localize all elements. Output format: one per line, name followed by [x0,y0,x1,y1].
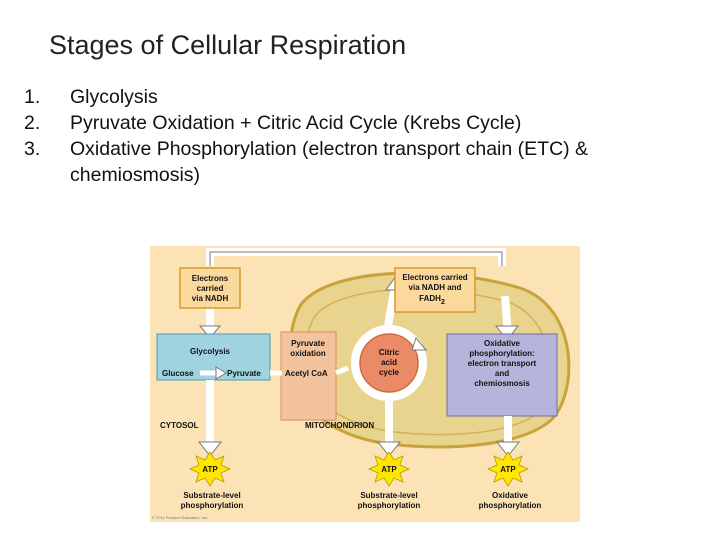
list-item: 2. Pyruvate Oxidation + Citric Acid Cycl… [24,110,704,136]
steps-list: 1. Glycolysis 2. Pyruvate Oxidation + Ci… [24,84,704,188]
substrate-level-line2: phosphorylation [358,501,421,510]
oxphos-line4: and [495,369,509,378]
oxphos-line2: phosphorylation: [469,349,534,358]
electrons-nadh-line1: Electrons [192,274,229,283]
electrons-fadh-line1: Electrons carried [402,273,467,282]
atp-star-icon [368,451,410,487]
glucose-label: Glucose [162,369,194,378]
electrons-nadh-box [179,267,241,309]
arrow-acetyl-to-cycle [335,365,349,376]
arrowhead [198,325,222,339]
atp-label: ATP [202,465,218,474]
cytosol-label: CYTOSOL [160,421,199,430]
arrowhead [495,441,521,457]
electrons-fadh-line2: via NADH and [409,283,462,292]
electrons-nadh-line3: via NADH [192,294,229,303]
oxidative-phosphorylation-box [446,333,558,417]
copyright-text: © 2011 Pearson Education, Inc. [152,515,208,520]
pyruvate-oxidation-line2: oxidation [290,349,326,358]
cycle-arrowhead [411,336,428,351]
pyruvate-oxidation-box [280,331,337,421]
oxidative-label-line1: Oxidative [492,491,529,500]
atp-star-icon [487,451,529,487]
oxphos-line5: chemiosmosis [474,379,530,388]
acetyl-coa-label: Acetyl CoA [285,369,328,378]
pyruvate-label: Pyruvate [227,369,261,378]
oxphos-line3: electron transport [468,359,537,368]
arrowhead [215,366,227,380]
atp-label: ATP [500,465,516,474]
oxidative-label-line2: phosphorylation [479,501,542,510]
fadh-text: FADH [419,294,441,303]
arrowhead [494,325,520,341]
atp-label: ATP [381,465,397,474]
citric-acid-line3: cycle [379,368,400,377]
substrate-level-line1: Substrate-level [183,491,240,500]
oxphos-line1: Oxidative [484,339,521,348]
respiration-diagram: Electrons carried via NADH Electrons car… [150,246,580,522]
list-item: 3. Oxidative Phosphorylation (electron t… [24,136,704,188]
electrons-nadh-line2: carried [197,284,224,293]
slide-title: Stages of Cellular Respiration [49,30,407,60]
list-item-number: 2. [24,112,41,134]
arrow-nadh-top-outline [209,251,503,266]
substrate-level-line2: phosphorylation [181,501,244,510]
mitochondrion-label: MITOCHONDRION [305,421,374,430]
electrons-nadh-fadh2-box [394,267,476,313]
fadh-subscript: 2 [441,299,445,306]
arrowhead [197,441,223,457]
citric-acid-cycle [359,333,419,393]
list-item-number: 1. [24,86,41,108]
list-item-text: Oxidative Phosphorylation (electron tran… [70,138,589,186]
arrow-cycle-to-electrons [384,285,399,327]
arrowhead [376,441,402,457]
glycolysis-label: Glycolysis [190,347,231,356]
citric-acid-line1: Citric [379,348,400,357]
list-item-text: Glycolysis [70,86,158,108]
electrons-fadh-line3: FADH2 [419,294,445,306]
list-item: 1. Glycolysis [24,84,704,110]
pyruvate-oxidation-line1: Pyruvate [291,339,325,348]
list-item-text: Pyruvate Oxidation + Citric Acid Cycle (… [70,112,522,134]
citric-acid-line2: acid [381,358,397,367]
substrate-level-line1: Substrate-level [360,491,417,500]
respiration-diagram-svg: Electrons carried via NADH Electrons car… [150,246,580,522]
list-item-number: 3. [24,138,41,160]
atp-star-icon [189,451,231,487]
